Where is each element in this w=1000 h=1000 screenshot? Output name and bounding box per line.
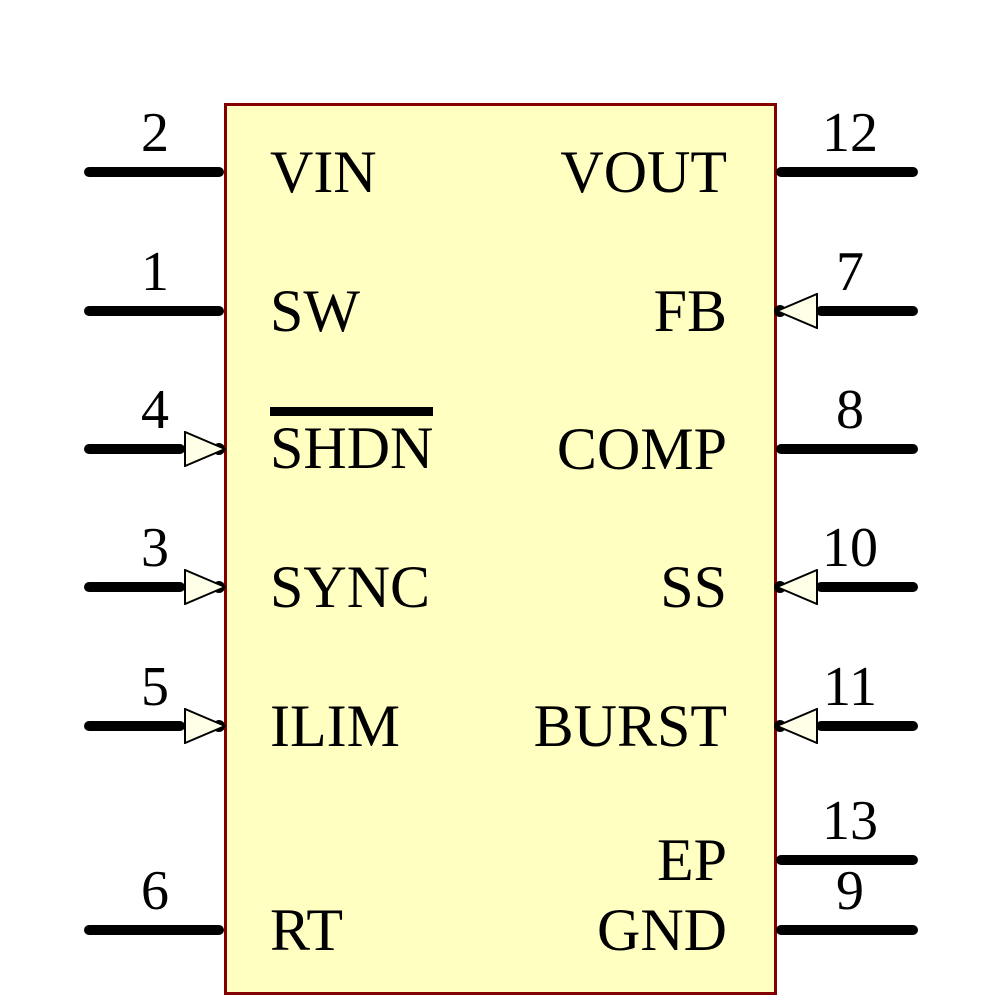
pin-wire (816, 306, 918, 316)
pin-wire (84, 721, 185, 731)
pin-label: GND (597, 897, 727, 963)
ic-body (224, 103, 777, 995)
pin-label: VIN (270, 139, 377, 205)
pin-number: 6 (141, 860, 169, 922)
pin-number: 9 (836, 860, 864, 922)
pin-label: EP (656, 827, 727, 893)
pin-wire (84, 306, 224, 316)
pin-wire (816, 582, 918, 592)
pin-wire (776, 855, 918, 865)
pin-number: 1 (141, 241, 169, 303)
pin-label: SS (660, 554, 727, 620)
pin-label: FB (653, 278, 727, 344)
pin-number: 13 (822, 790, 878, 852)
input-arrow-icon (776, 569, 818, 605)
pin-wire (776, 444, 918, 454)
pin-number: 2 (141, 102, 169, 164)
input-arrow-icon (776, 708, 818, 744)
pin-number: 12 (822, 102, 878, 164)
pin-number: 11 (823, 656, 877, 718)
pin-label: SHDN (270, 407, 434, 478)
pin-label: SW (270, 278, 360, 344)
pin-wire (776, 925, 918, 935)
input-arrow-icon (184, 431, 226, 467)
pin-number: 7 (836, 241, 864, 303)
input-arrow-icon (776, 293, 818, 329)
pin-label: COMP (556, 416, 727, 482)
pin-label: RT (270, 897, 344, 963)
input-arrow-icon (184, 569, 226, 605)
pin-wire (84, 444, 185, 454)
pin-number: 10 (822, 517, 878, 579)
pin-number: 3 (141, 517, 169, 579)
pin-wire (776, 167, 918, 177)
pin-wire (816, 721, 918, 731)
pin-number: 4 (141, 379, 169, 441)
input-arrow-icon (184, 708, 226, 744)
pin-wire (84, 925, 224, 935)
pin-label: VOUT (560, 139, 727, 205)
pin-label: SYNC (270, 554, 431, 620)
pin-wire (84, 167, 224, 177)
pin-label: BURST (533, 693, 727, 759)
pin-label: ILIM (270, 693, 400, 759)
pin-number: 5 (141, 656, 169, 718)
pin-wire (84, 582, 185, 592)
pin-number: 8 (836, 379, 864, 441)
